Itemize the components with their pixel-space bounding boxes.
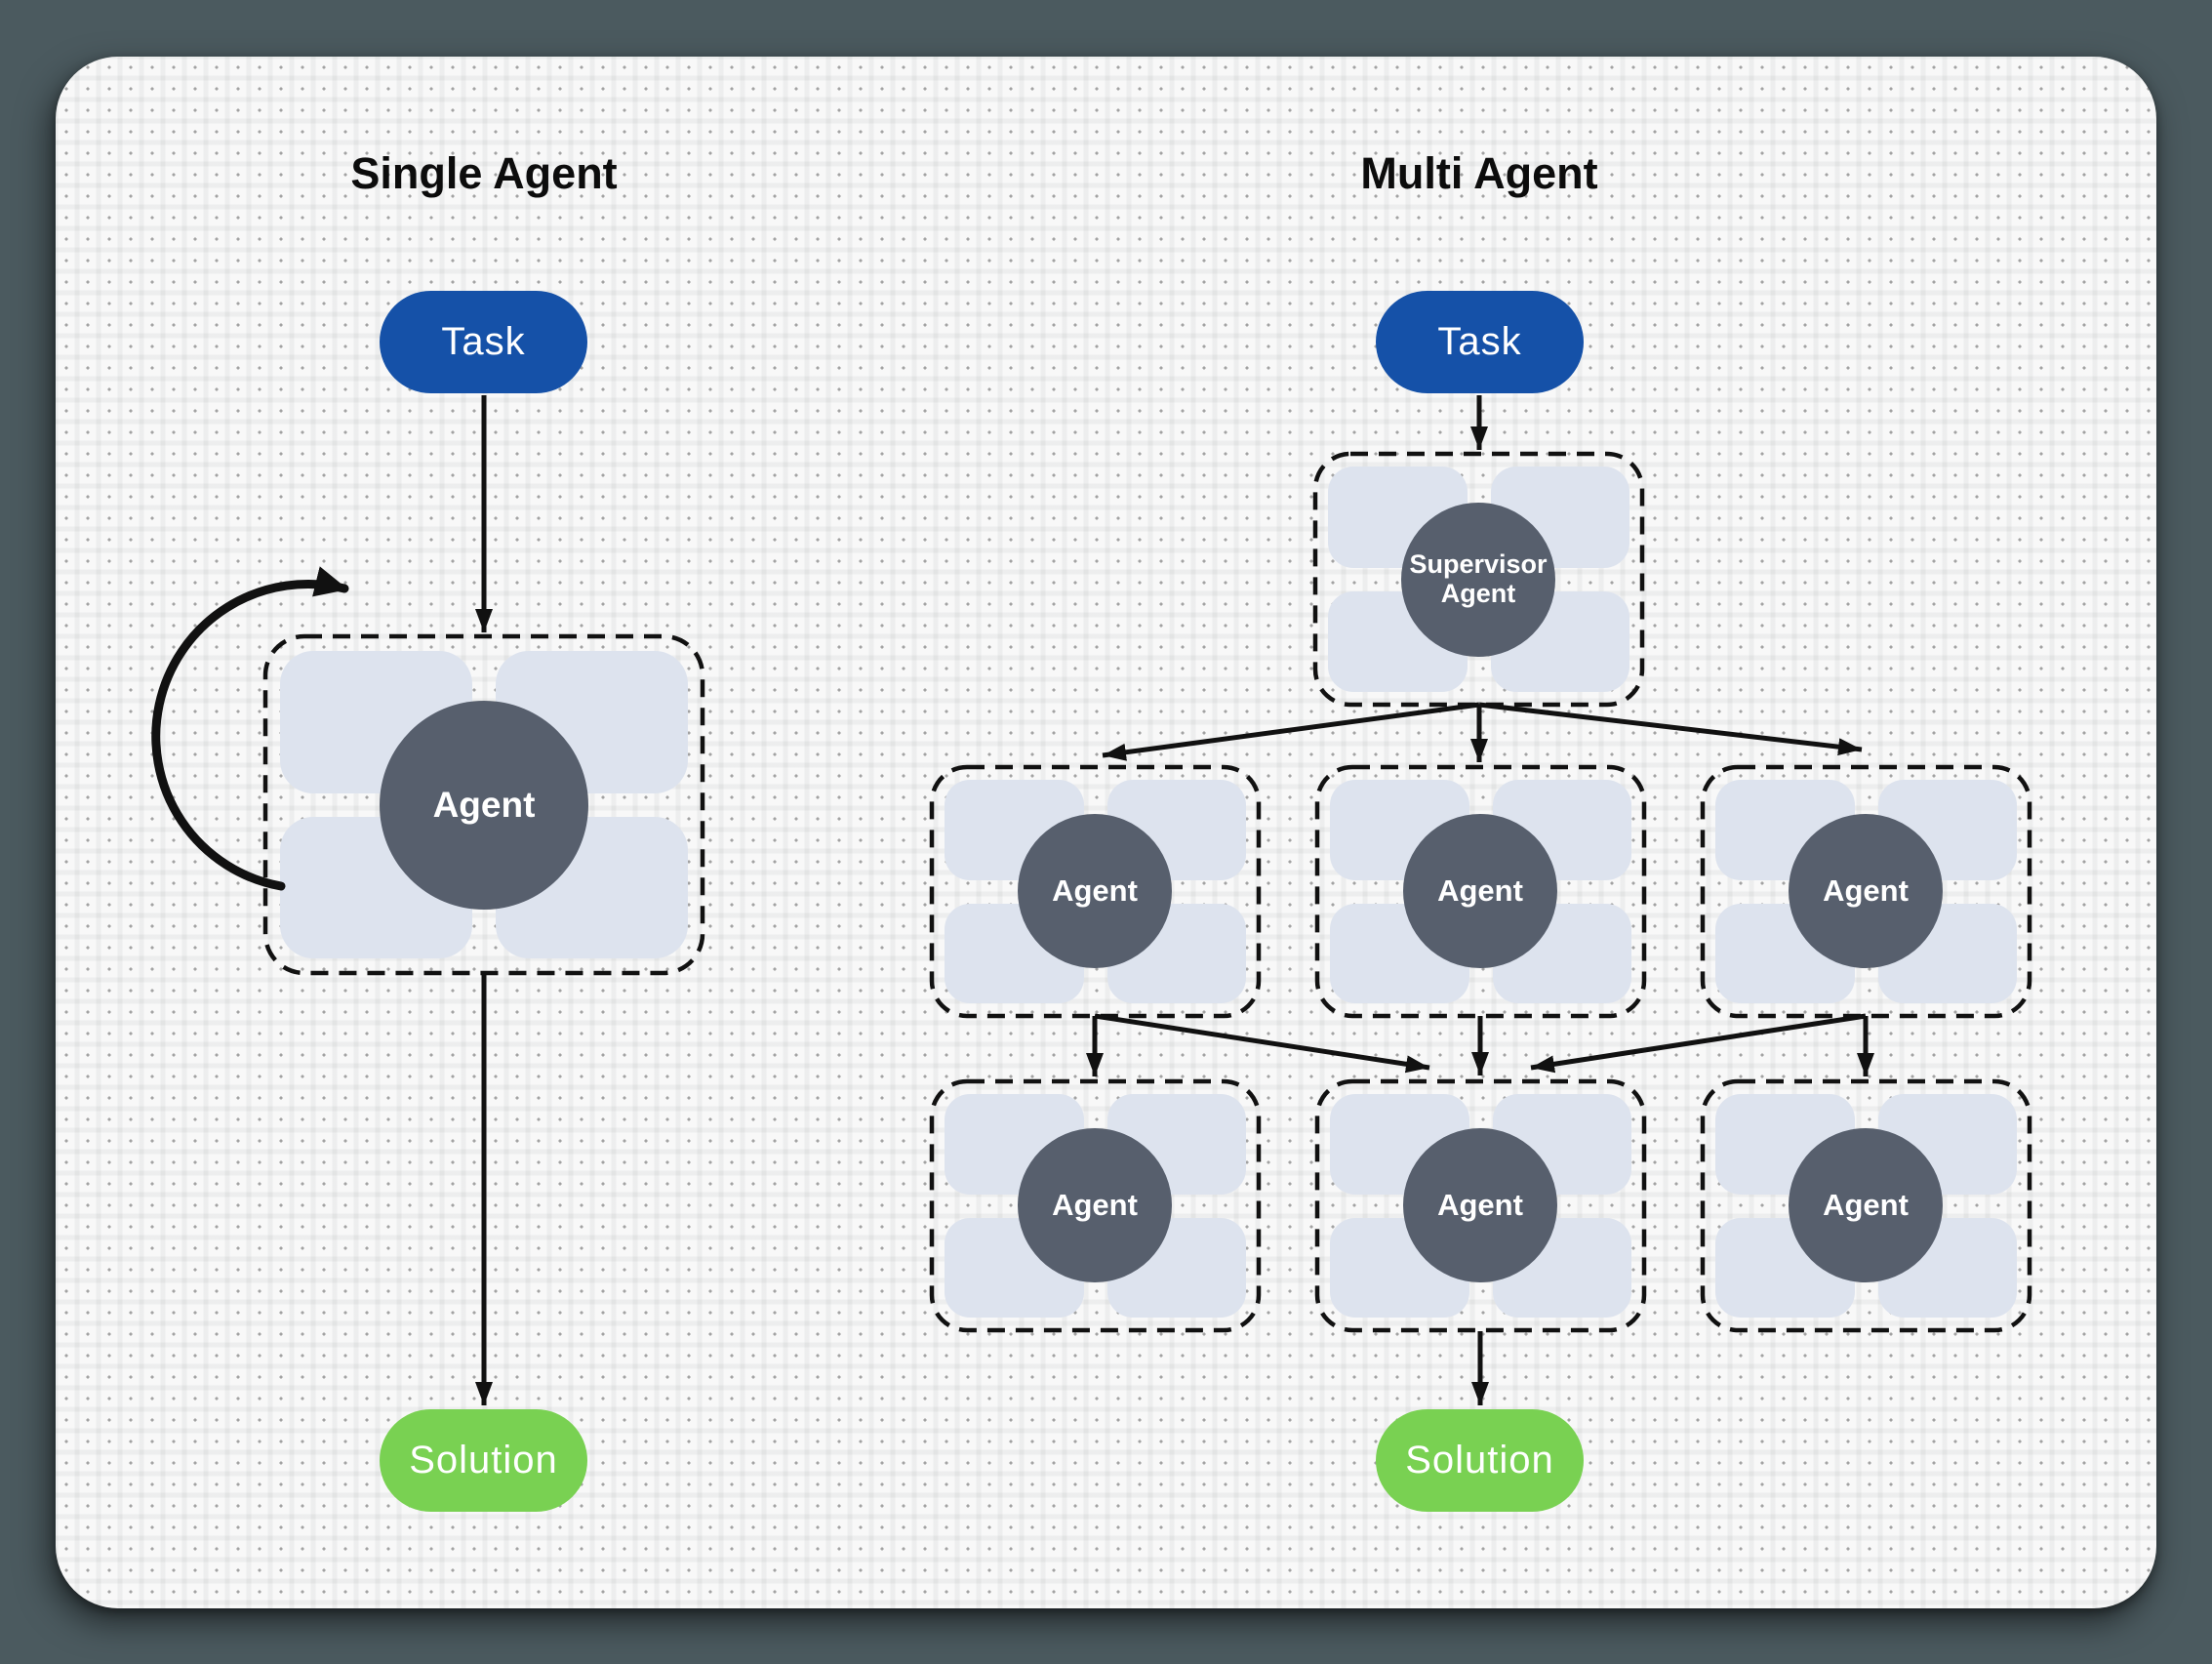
arrow-supervisor-to-worker-left xyxy=(1102,702,1480,761)
multi-agent-title: Multi Agent xyxy=(1360,148,1598,198)
worker-agent-node-row1-left: Agent xyxy=(1018,814,1172,968)
single-solution-pill: Solution xyxy=(380,1409,587,1512)
arrow-row1-right-to-row2-middle xyxy=(1530,1013,1867,1074)
worker-agent-node-row2-middle: Agent xyxy=(1403,1128,1557,1282)
multi-task-pill: Task xyxy=(1376,291,1584,393)
worker-agent-node-row2-right: Agent xyxy=(1789,1128,1943,1282)
supervisor-label-line2: Agent xyxy=(1440,579,1516,608)
single-agent-node: Agent xyxy=(380,701,588,910)
worker-agent-label: Agent xyxy=(1052,873,1138,908)
worker-agent-label: Agent xyxy=(1437,1188,1523,1222)
dotted-canvas-card: Single Agent Multi Agent Task Agent Solu… xyxy=(56,57,2156,1608)
multi-solution-pill: Solution xyxy=(1376,1409,1584,1512)
arrow-row1-left-to-row2-middle xyxy=(1094,1013,1430,1074)
supervisor-label-line1: Supervisor xyxy=(1409,549,1548,580)
multi-task-label: Task xyxy=(1437,320,1522,363)
worker-agent-node-row1-right: Agent xyxy=(1789,814,1943,968)
single-task-pill: Task xyxy=(380,291,587,393)
worker-agent-node-row1-middle: Agent xyxy=(1403,814,1557,968)
supervisor-agent-node: Supervisor Agent xyxy=(1401,503,1555,657)
single-solution-label: Solution xyxy=(409,1439,558,1481)
worker-agent-label: Agent xyxy=(1823,1188,1909,1222)
single-task-label: Task xyxy=(441,320,526,363)
worker-agent-label: Agent xyxy=(1437,873,1523,908)
worker-agent-label: Agent xyxy=(1052,1188,1138,1222)
worker-agent-label: Agent xyxy=(1823,873,1909,908)
single-agent-node-label: Agent xyxy=(432,785,536,825)
arrow-supervisor-to-worker-right xyxy=(1478,702,1863,756)
multi-solution-label: Solution xyxy=(1405,1439,1554,1481)
single-agent-title: Single Agent xyxy=(350,148,618,198)
worker-agent-node-row2-left: Agent xyxy=(1018,1128,1172,1282)
